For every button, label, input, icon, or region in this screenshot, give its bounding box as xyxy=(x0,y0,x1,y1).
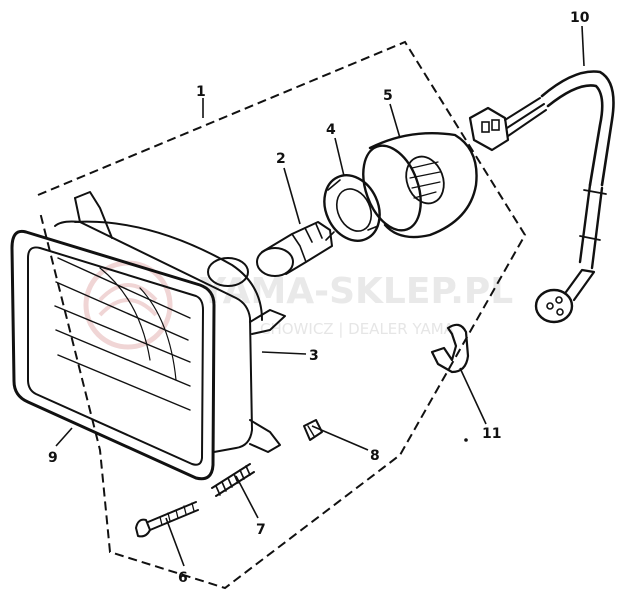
callout-2: 2 xyxy=(276,151,286,167)
connector-pin-a xyxy=(481,121,490,133)
nut xyxy=(303,419,323,441)
callout-9: 9 xyxy=(48,450,58,466)
callout-6: 6 xyxy=(178,570,188,586)
leader-lines xyxy=(55,25,585,567)
watermark: YAMA-SKLEP.PL CHOWICZ | DEALER YAMA xyxy=(83,260,513,350)
bulb-holder xyxy=(323,174,381,242)
callout-7: 7 xyxy=(256,522,266,538)
headlight-body xyxy=(54,191,286,453)
callout-3: 3 xyxy=(309,348,319,364)
clamp xyxy=(430,323,470,442)
callout-8: 8 xyxy=(370,448,380,464)
callout-4: 4 xyxy=(326,122,336,138)
bulb xyxy=(256,221,333,277)
callout-10: 10 xyxy=(570,10,590,26)
callout-5: 5 xyxy=(383,88,393,104)
spring xyxy=(211,463,255,497)
screw xyxy=(135,501,199,538)
connector-pin-b xyxy=(491,119,500,131)
socket-cover xyxy=(362,132,478,239)
wire-harness xyxy=(468,70,615,324)
assembly-boundary xyxy=(37,40,527,590)
dot xyxy=(464,438,468,442)
callout-labels: 1 2 3 4 5 6 7 8 9 10 11 xyxy=(48,10,590,586)
callout-1: 1 xyxy=(196,84,206,100)
watermark-sub: CHOWICZ | DEALER YAMA xyxy=(260,320,455,338)
watermark-brand: YAMA-SKLEP.PL xyxy=(199,271,513,312)
callout-11: 11 xyxy=(482,426,501,442)
lens-frame xyxy=(10,229,216,481)
